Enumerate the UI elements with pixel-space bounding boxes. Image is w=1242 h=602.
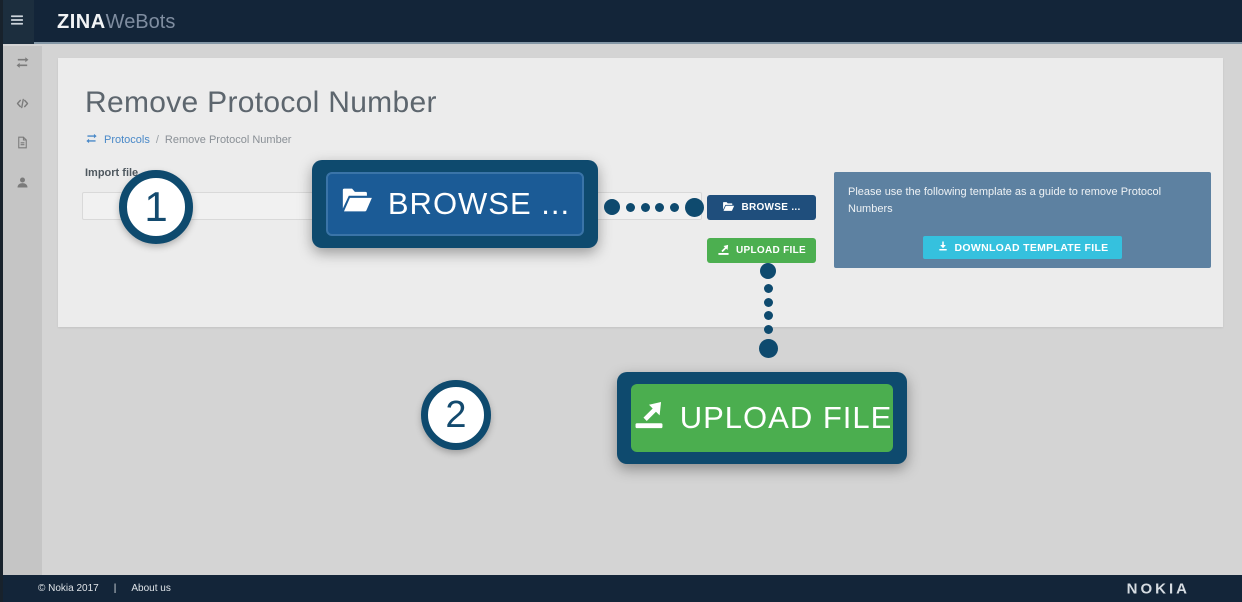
step-2-badge: 2 xyxy=(421,380,491,450)
browse-button-label: BROWSE ... xyxy=(741,202,801,213)
browse-button[interactable]: BROWSE ... xyxy=(707,195,816,220)
breadcrumb: Protocols / Remove Protocol Number xyxy=(85,132,291,148)
template-info-text: Please use the following template as a g… xyxy=(848,186,1162,216)
copyright-text: © Nokia 2017 xyxy=(38,583,99,594)
hamburger-icon xyxy=(9,12,25,33)
step-2-number: 2 xyxy=(445,393,467,436)
sidebar xyxy=(3,46,42,575)
template-info-panel: Please use the following template as a g… xyxy=(834,172,1211,268)
breadcrumb-current: Remove Protocol Number xyxy=(164,134,292,146)
step-1-badge: 1 xyxy=(119,170,193,244)
about-us-link[interactable]: About us xyxy=(131,583,171,594)
upload-button-callout: UPLOAD FILE xyxy=(617,372,907,464)
content-card: Remove Protocol Number Protocols / Remov… xyxy=(58,58,1223,327)
upload-file-button[interactable]: UPLOAD FILE xyxy=(707,238,816,263)
download-template-button[interactable]: DOWNLOAD TEMPLATE FILE xyxy=(922,236,1123,259)
exchange-icon xyxy=(85,132,98,148)
browse-button-enlarged: BROWSE ... xyxy=(326,172,584,236)
document-icon xyxy=(15,135,30,155)
page-title: Remove Protocol Number xyxy=(85,86,437,119)
sidebar-item-documents[interactable] xyxy=(3,135,42,155)
footer: © Nokia 2017 | About us NOKIA xyxy=(0,575,1242,602)
topbar: ZINAWeBots xyxy=(0,0,1242,44)
browse-button-callout: BROWSE ... xyxy=(312,160,598,248)
upload-button-enlarged: UPLOAD FILE xyxy=(631,384,893,452)
step-1-number: 1 xyxy=(144,183,168,230)
app-logo: ZINAWeBots xyxy=(57,9,175,35)
browse-callout-label: BROWSE ... xyxy=(387,186,571,221)
breadcrumb-link-protocols[interactable]: Protocols xyxy=(104,134,150,146)
upload-icon xyxy=(717,243,730,259)
sidebar-item-protocols[interactable] xyxy=(3,55,42,75)
user-icon xyxy=(15,175,30,195)
import-file-label: Import file xyxy=(85,167,139,179)
footer-separator: | xyxy=(113,583,117,594)
dotted-connector-horizontal xyxy=(604,197,704,217)
window-left-edge xyxy=(0,0,3,602)
hamburger-menu-button[interactable] xyxy=(0,0,34,44)
download-icon xyxy=(937,240,949,255)
sidebar-item-code[interactable] xyxy=(3,96,42,116)
upload-button-label: UPLOAD FILE xyxy=(736,245,806,256)
folder-open-icon xyxy=(340,183,374,225)
folder-open-icon xyxy=(722,200,735,216)
breadcrumb-separator: / xyxy=(155,134,159,146)
upload-callout-label: UPLOAD FILE xyxy=(679,400,893,435)
exchange-icon xyxy=(15,55,30,75)
upload-icon xyxy=(632,397,666,439)
brand-secondary: WeBots xyxy=(105,11,176,33)
sidebar-item-user[interactable] xyxy=(3,175,42,195)
download-template-label: DOWNLOAD TEMPLATE FILE xyxy=(954,241,1109,254)
dotted-connector-vertical xyxy=(758,263,778,358)
nokia-logo: NOKIA xyxy=(1126,580,1190,597)
code-icon xyxy=(15,96,30,116)
brand-primary: ZINA xyxy=(57,11,106,33)
